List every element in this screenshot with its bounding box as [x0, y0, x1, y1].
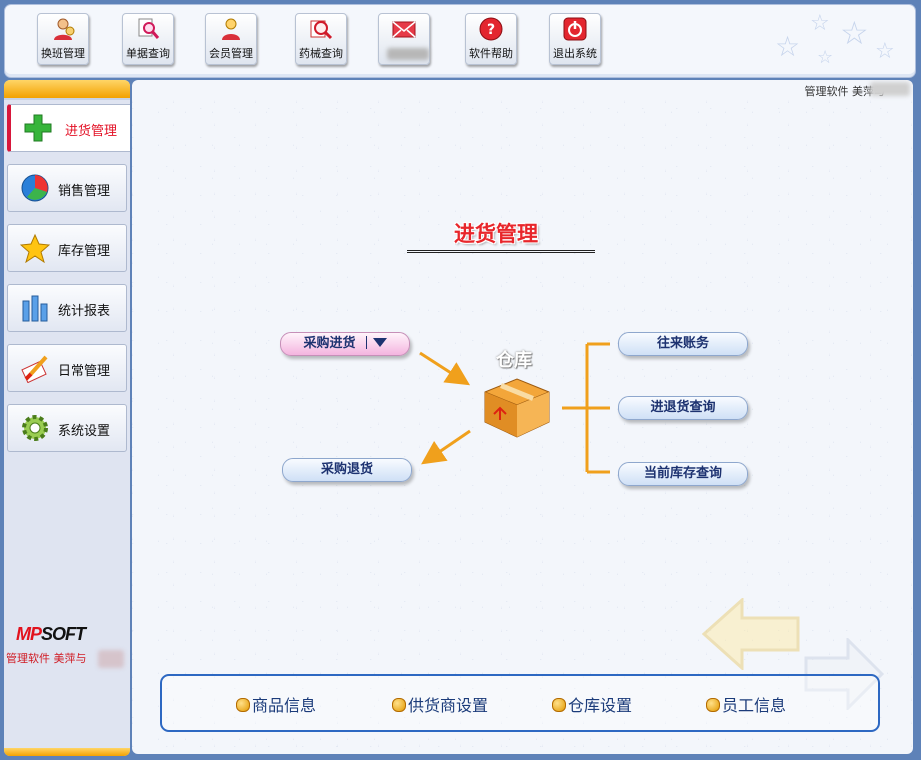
- medicine-search-icon: [310, 20, 333, 40]
- mail-button[interactable]: [378, 13, 430, 65]
- power-icon: [563, 17, 587, 41]
- shift-user-icon: [54, 18, 75, 40]
- document-search-icon: [138, 18, 160, 39]
- star-decoration-icon: ☆: [875, 39, 895, 64]
- star-decoration-icon: ☆: [817, 47, 834, 68]
- sidebar-item-daily[interactable]: 日常管理: [7, 344, 127, 392]
- bullet-icon: [552, 698, 566, 712]
- warehouse-box-icon: [484, 378, 550, 438]
- exit-system-label: 退出系统: [553, 47, 597, 60]
- staff-info-link[interactable]: 员工信息: [706, 692, 786, 716]
- sidebar-item-inventory[interactable]: 库存管理: [7, 224, 127, 272]
- product-info-link[interactable]: 商品信息: [236, 692, 316, 716]
- top-toolbar: ☆ ☆ ☆ ☆ ☆ 换班管理 单据查询 会员管理 药械查询 ? 软件帮助 退出系…: [4, 4, 916, 78]
- member-user-icon: [222, 18, 240, 40]
- help-icon: ?: [479, 17, 503, 41]
- svg-text:?: ?: [487, 22, 495, 38]
- brush-icon: [21, 355, 48, 383]
- member-management-label: 会员管理: [209, 47, 253, 60]
- blurred-text: [98, 650, 124, 668]
- page-title: 进货管理: [454, 222, 538, 246]
- bracket-connector: [562, 342, 610, 474]
- sidebar-item-sales[interactable]: 销售管理: [7, 164, 127, 212]
- current-stock-query-button[interactable]: 当前库存查询: [618, 462, 748, 486]
- purchase-in-button[interactable]: 采购进货: [280, 332, 410, 356]
- bottom-shortcut-bar: 商品信息 供货商设置 仓库设置 员工信息: [160, 674, 880, 732]
- warehouse-settings-link[interactable]: 仓库设置: [552, 692, 632, 716]
- star-decoration-icon: ☆: [810, 11, 830, 36]
- star-decoration-icon: ☆: [775, 30, 801, 63]
- bullet-icon: [706, 698, 720, 712]
- sidebar-item-label: 销售管理: [58, 184, 111, 199]
- pie-chart-icon: [21, 174, 49, 202]
- sidebar-item-label: 日常管理: [58, 364, 111, 379]
- blurred-label: [387, 48, 429, 60]
- medicine-query-label: 药械查询: [299, 47, 343, 60]
- star-icon: [20, 233, 50, 263]
- medicine-query-button[interactable]: 药械查询: [295, 13, 347, 65]
- title-underline: [407, 250, 595, 253]
- sidebar-item-settings[interactable]: 系统设置: [7, 404, 127, 452]
- in-out-query-button[interactable]: 进退货查询: [618, 396, 748, 420]
- bar-chart-icon: [22, 295, 48, 322]
- mail-icon: [392, 21, 416, 38]
- shift-management-label: 换班管理: [41, 47, 85, 60]
- sidebar-top-band: [4, 80, 130, 100]
- warehouse-label: 仓库: [496, 350, 532, 371]
- purchase-return-button[interactable]: 采购退货: [282, 458, 412, 482]
- bullet-icon: [392, 698, 406, 712]
- header-software-name: 管理软件 美萍与: [804, 85, 886, 98]
- sidebar-item-label: 进货管理: [65, 124, 118, 139]
- sidebar-item-purchase[interactable]: 进货管理: [7, 104, 130, 152]
- document-query-button[interactable]: 单据查询: [122, 13, 174, 65]
- software-help-button[interactable]: ? 软件帮助: [465, 13, 517, 65]
- member-management-button[interactable]: 会员管理: [205, 13, 257, 65]
- plus-icon: [24, 114, 52, 142]
- arrow-purchase-return: [421, 429, 471, 465]
- sidebar: 进货管理 销售管理 库存管理 统计报表 日常管理 系统设置 MPSOFT 管理软…: [4, 80, 130, 756]
- dropdown-arrow-icon[interactable]: [372, 338, 387, 347]
- purchase-in-label: 采购进货: [303, 336, 356, 351]
- star-decoration-icon: ☆: [840, 14, 869, 52]
- arrow-purchase-in: [419, 351, 471, 386]
- blurred-text: [870, 82, 910, 96]
- sidebar-caption: 管理软件 美萍与: [6, 652, 87, 665]
- shift-management-button[interactable]: 换班管理: [37, 13, 89, 65]
- gear-icon: [22, 415, 48, 441]
- accounts-button[interactable]: 往来账务: [618, 332, 748, 356]
- supplier-settings-link[interactable]: 供货商设置: [392, 692, 488, 716]
- document-query-label: 单据查询: [126, 47, 170, 60]
- software-help-label: 软件帮助: [469, 47, 513, 60]
- back-arrow-icon[interactable]: [702, 598, 802, 670]
- sidebar-item-reports[interactable]: 统计报表: [7, 284, 127, 332]
- main-panel: 管理软件 美萍与 进货管理 采购进货 采购退货 仓库 往来账务 进退货查询 当前…: [132, 80, 913, 754]
- sidebar-bottom-band: [4, 748, 130, 756]
- sidebar-item-label: 统计报表: [58, 304, 111, 319]
- exit-system-button[interactable]: 退出系统: [549, 13, 601, 65]
- mpsoft-logo: MPSOFT: [16, 624, 86, 644]
- sidebar-item-label: 系统设置: [58, 424, 111, 439]
- sidebar-item-label: 库存管理: [58, 244, 111, 259]
- bullet-icon: [236, 698, 250, 712]
- separator: [365, 336, 367, 349]
